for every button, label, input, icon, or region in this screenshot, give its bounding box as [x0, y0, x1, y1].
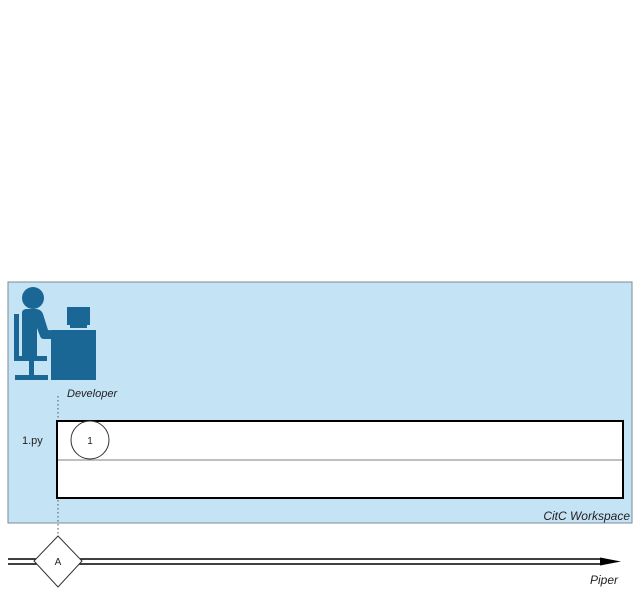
- piper-timeline: [8, 557, 621, 566]
- change-node-circle: [70, 420, 110, 460]
- developer-label: Developer: [67, 388, 118, 400]
- snapshot-diamond: [33, 535, 83, 588]
- piper-label: Piper: [590, 573, 619, 587]
- developer-at-computer-icon: [14, 287, 96, 380]
- change-node[interactable]: 1: [70, 420, 110, 460]
- file-name-label: 1.py: [22, 435, 43, 447]
- piper-arrowhead: [600, 557, 621, 566]
- snapshot-node[interactable]: A: [33, 535, 83, 588]
- snapshot-label: A: [55, 557, 62, 568]
- citc-workspace-label: CitC Workspace: [543, 509, 630, 523]
- change-node-label: 1: [87, 436, 93, 447]
